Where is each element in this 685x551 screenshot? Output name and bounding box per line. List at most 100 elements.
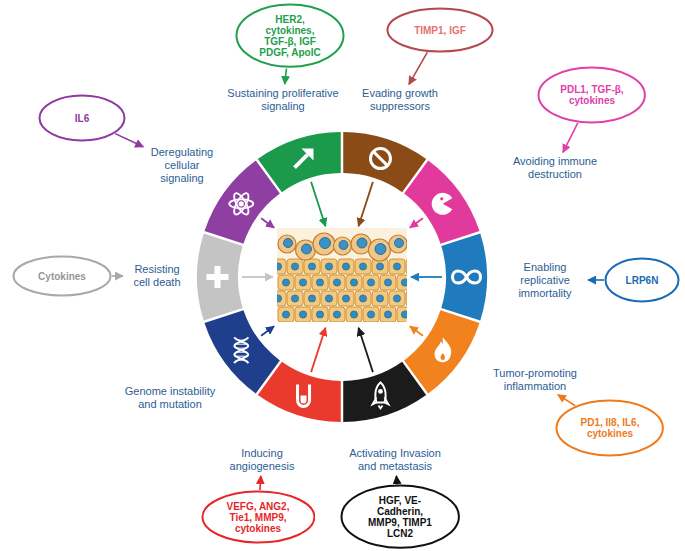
connector-arrow — [285, 69, 287, 85]
hallmark-ring — [197, 132, 487, 422]
factor-ellipse: PDL1, TGF-β, cytokines — [537, 66, 646, 124]
cell-nucleus — [299, 279, 306, 286]
cell-nucleus — [333, 279, 340, 286]
icon-rung — [235, 356, 247, 357]
cell-nucleus — [282, 311, 289, 318]
factor-text: HER2, cytokines, TGF-β, IGF PDGF, ApoIC — [255, 14, 325, 58]
cell-nucleus — [367, 279, 374, 286]
tumor-nucleus — [357, 238, 367, 248]
ellipse-shape — [606, 259, 679, 302]
tumor-nucleus — [302, 244, 312, 254]
hallmark-label: Enabling replicative immortality — [505, 261, 585, 300]
tumor-cell — [313, 233, 335, 255]
connector-arrow — [409, 52, 427, 84]
hallmark-segment — [343, 362, 426, 422]
hallmark-icon — [229, 191, 253, 216]
icon-ring — [370, 149, 390, 169]
tumor-nucleus — [375, 244, 386, 255]
icon-rung — [238, 340, 244, 341]
tumor-cell — [278, 235, 296, 253]
icon-cross — [207, 266, 229, 288]
tumor-nucleus — [320, 238, 331, 249]
normal-cell — [346, 275, 362, 290]
center-arrow — [359, 328, 373, 372]
normal-cell — [304, 259, 320, 274]
normal-cell — [321, 259, 337, 274]
icon-rocket — [375, 382, 385, 402]
hallmark-label: Inducing angiogenesis — [217, 447, 307, 473]
icon-bar — [373, 152, 387, 166]
cell-nucleus — [308, 263, 315, 270]
center-arrow — [410, 326, 423, 335]
normal-cell — [338, 259, 354, 274]
hallmark-label: Evading growth suppressors — [355, 87, 445, 113]
normal-cell — [277, 291, 286, 306]
factor-text: LRP6N — [626, 275, 659, 286]
normal-cell — [287, 291, 303, 306]
cell-nucleus — [393, 263, 400, 270]
hallmark-text: Inducing angiogenesis — [217, 447, 307, 473]
icon-orbit — [231, 191, 251, 216]
normal-cell — [295, 275, 311, 290]
cell-nucleus — [342, 295, 349, 302]
cell-nucleus — [393, 295, 400, 302]
hallmark-icon — [435, 337, 452, 362]
hallmark-label: Sustaining proliferative signaling — [223, 87, 343, 113]
cell-nucleus — [325, 263, 332, 270]
center-arrow — [311, 328, 325, 372]
hallmark-label: Tumor-promoting inflammation — [485, 367, 585, 393]
normal-cell — [287, 259, 303, 274]
connector-arrow — [112, 275, 123, 277]
hallmark-text: Sustaining proliferative signaling — [223, 87, 343, 113]
hallmark-text: Genome instability and mutation — [120, 385, 220, 411]
factor-ellipse: VEFG, ANG2, Tie1, MMP9, cytokines — [201, 490, 316, 544]
normal-cell — [295, 307, 311, 322]
tumor-nucleus — [339, 241, 348, 250]
cell-nucleus — [316, 279, 323, 286]
normal-cell — [355, 291, 371, 306]
cell-nucleus — [376, 263, 383, 270]
hallmark-segment — [204, 160, 279, 243]
tumor-cell — [334, 237, 352, 255]
center-arrow — [411, 276, 442, 278]
normal-cell — [277, 259, 286, 274]
normal-cell — [278, 307, 294, 322]
hallmark-label: Activating Invasion and metastasis — [345, 447, 445, 473]
hallmark-segment — [441, 233, 487, 320]
normal-cell — [329, 275, 345, 290]
ellipse-shape — [14, 257, 111, 296]
icon-strand — [234, 337, 248, 363]
normal-cell — [304, 291, 320, 306]
tumor-cell — [389, 235, 407, 253]
icon-orbit — [231, 191, 251, 216]
cell-nucleus — [308, 295, 315, 302]
icon-flame-core — [440, 353, 445, 360]
normal-cell — [406, 291, 407, 306]
hallmark-text: Enabling replicative immortality — [505, 261, 585, 300]
connector-arrow — [563, 123, 578, 152]
icon-eye — [440, 197, 443, 200]
icon-rung — [238, 360, 244, 361]
cell-nucleus — [359, 263, 366, 270]
tumor-cell — [369, 239, 391, 261]
hallmark-label: Genome instability and mutation — [120, 385, 220, 411]
ellipse-shape — [388, 9, 493, 52]
center-arrow — [410, 218, 423, 227]
icon-liquid — [301, 395, 307, 403]
hallmark-icon — [453, 271, 481, 283]
normal-cell — [329, 307, 345, 322]
hallmark-text: Deregulating cellular signaling — [146, 146, 218, 185]
factor-ellipse: HER2, cytokines, TGF-β, IGF PDGF, ApoIC — [235, 3, 345, 68]
connector-arrow — [115, 134, 143, 147]
center-arrow — [242, 276, 273, 278]
ellipse-shape — [557, 401, 663, 456]
hallmark-segment — [404, 160, 479, 243]
normal-cell — [380, 307, 396, 322]
hallmark-icon — [295, 149, 314, 168]
connector-arrow — [558, 395, 575, 406]
icon-stroke — [295, 155, 308, 168]
cell-nucleus — [277, 295, 282, 302]
hallmark-icon — [234, 337, 248, 363]
cell-nucleus — [282, 279, 289, 286]
hallmark-text: Avoiding immune destruction — [505, 155, 605, 181]
